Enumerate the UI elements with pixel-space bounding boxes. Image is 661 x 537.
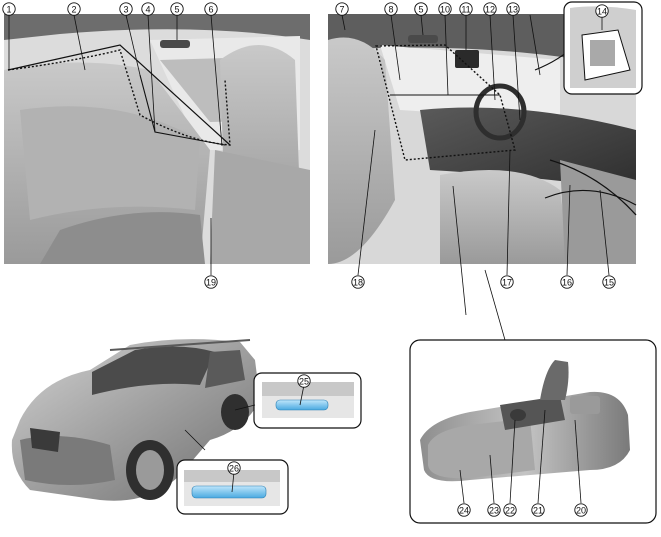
callout-number: 14 [597,7,607,17]
callout-circle [204,275,218,289]
callout-number: 22 [505,506,515,516]
inset-25-illustration [253,372,362,429]
center-console-inset [409,185,657,524]
callout-16: 16 [560,275,574,289]
callout-11: 11 [459,2,473,16]
callout-number: 2 [71,5,76,15]
callout-circle [457,503,471,517]
callout-26: 26 [227,461,241,475]
callout-circle [459,2,473,16]
callout-circle [414,2,428,16]
callout-17: 17 [500,275,514,289]
callout-10: 10 [438,2,452,16]
callout-number: 18 [353,278,363,288]
callout-group: 1234567891011121314151617181920212223242… [2,2,616,517]
callout-circle [384,2,398,16]
callout-number: 23 [489,506,499,516]
callout-number: 21 [533,506,543,516]
callout-number: 3 [123,5,128,15]
callout-circle [141,2,155,16]
callout-number: 20 [576,506,586,516]
callout-circle [503,503,517,517]
callout-circle [500,275,514,289]
callout-circle [2,2,16,16]
callout-circle [170,2,184,16]
callout-number: 11 [461,5,470,15]
callout-19: 19 [204,275,218,289]
callout-14: 14 [595,4,609,18]
callout-3: 3 [119,2,133,16]
callout-circle [438,2,452,16]
callout-circle [574,503,588,517]
callout-25: 25 [297,374,311,388]
callout-8: 8 [384,2,398,16]
callout-7: 7 [335,2,349,16]
callout-5: 5 [170,2,184,16]
callout-circle [560,275,574,289]
callout-number: 8 [388,5,393,15]
car-exterior-illustration [11,339,261,501]
inset-14-illustration [563,1,643,95]
callout-20: 20 [574,503,588,517]
callout-circle [119,2,133,16]
callout-circle [602,275,616,289]
callout-circle [595,4,609,18]
callout-circle [227,461,241,475]
callout-5-front: 5 [414,2,428,16]
callout-number: 16 [562,278,572,288]
callout-circle [531,503,545,517]
callout-2: 2 [67,2,81,16]
callout-4: 4 [141,2,155,16]
callout-circle [297,374,311,388]
callout-number: 7 [339,5,344,15]
callout-number: 13 [508,5,518,15]
callout-circle [204,2,218,16]
callout-number: 24 [459,506,469,516]
callout-23: 23 [487,503,501,517]
callout-24: 24 [457,503,471,517]
callout-number: 1 [6,5,11,15]
callout-1: 1 [2,2,16,16]
callout-circle [67,2,81,16]
callout-number: 25 [299,377,309,387]
callout-number: 5 [418,5,423,15]
callout-13: 13 [506,2,520,16]
callout-number: 15 [604,278,614,288]
callout-18: 18 [351,275,365,289]
callout-number: 17 [502,278,512,288]
callout-6: 6 [204,2,218,16]
callout-number: 10 [440,5,450,15]
callout-21: 21 [531,503,545,517]
callout-number: 26 [229,464,239,474]
leader-lines [8,14,610,504]
callout-number: 4 [145,5,150,15]
callout-12: 12 [483,2,497,16]
callout-circle [506,2,520,16]
callout-circle [483,2,497,16]
callout-15: 15 [602,275,616,289]
callout-number: 5 [174,5,179,15]
callout-circle [335,2,349,16]
callout-circle [351,275,365,289]
callout-number: 6 [208,5,213,15]
callout-circle [487,503,501,517]
callout-number: 19 [206,278,216,288]
rear-cabin-illustration [4,14,310,264]
callout-22: 22 [503,503,517,517]
callout-number: 12 [485,5,495,15]
